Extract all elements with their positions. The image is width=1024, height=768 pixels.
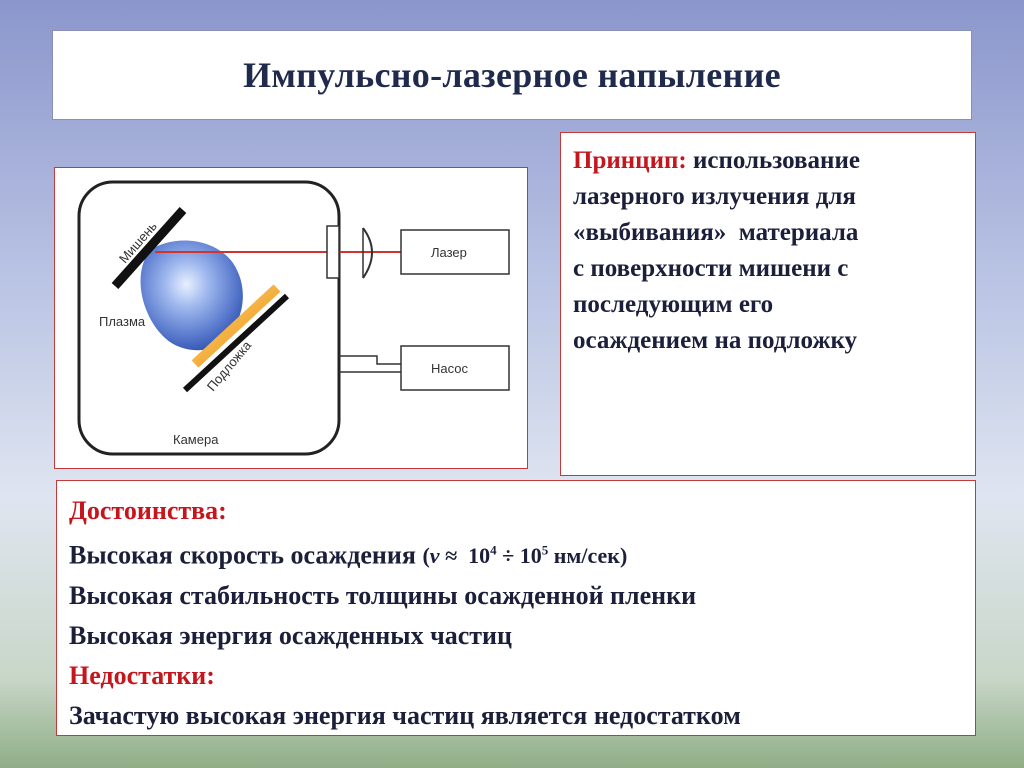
- advantage-item-1: Высокая скорость осаждения (v ≈ 104 ÷ 10…: [69, 531, 963, 576]
- principle-text-6: осаждением на подложку: [573, 327, 858, 354]
- pump-pipe: [339, 355, 401, 373]
- advantage-item-3: Высокая энергия осажденных частиц: [69, 621, 513, 651]
- chamber-window: [326, 225, 340, 279]
- disadvantage-item-1: Зачастую высокая энергия частиц является…: [69, 701, 741, 731]
- diagram-box: Мишень Плазма Подложка Лазер Насос Камер…: [54, 167, 528, 469]
- pros-cons-box: Достоинства: Высокая скорость осаждения …: [56, 480, 976, 736]
- advantages-heading: Достоинства:: [69, 496, 227, 525]
- principle-text-3: «выбивания» материала: [573, 219, 859, 246]
- substrate-bar: [182, 293, 290, 393]
- plasma-plume: [140, 240, 243, 351]
- rate-formula: (v ≈ 104 ÷ 105 нм/сек): [422, 543, 627, 568]
- pld-diagram: Мишень Плазма Подложка Лазер Насос Камер…: [77, 180, 510, 456]
- advantage-text-1: Высокая скорость осаждения: [69, 540, 416, 570]
- slide-title: Импульсно-лазерное напыление: [243, 55, 781, 95]
- disadvantages-heading: Недостатки:: [69, 661, 215, 691]
- rate-var: v: [429, 543, 440, 569]
- principle-box: Принцип: использование лазерного излучен…: [560, 132, 976, 476]
- principle-text-1: использование: [692, 147, 860, 174]
- rate-open: (: [422, 543, 430, 569]
- focusing-lens: [362, 227, 373, 279]
- plasma-label: Плазма: [99, 314, 146, 329]
- laser-box: [400, 229, 510, 275]
- principle-label: Принцип:: [573, 147, 687, 174]
- title-box: Импульсно-лазерное напыление: [52, 30, 972, 120]
- principle-text-5: последующим его: [573, 291, 774, 318]
- principle-text-2: лазерного излучения для: [573, 183, 856, 210]
- principle-text-4: с поверхности мишени с: [573, 255, 849, 282]
- target-bar: [111, 206, 187, 290]
- rate-div: ÷ 10: [496, 543, 542, 569]
- rate-approx: ≈ 10: [439, 543, 491, 569]
- pump-box: [400, 345, 510, 391]
- rate-exp-1: 4: [490, 543, 497, 558]
- advantage-item-2: Высокая стабильность толщины осажденной …: [69, 581, 697, 611]
- principle-line-1: Принцип: использование: [573, 143, 965, 179]
- chamber-label: Камера: [173, 432, 219, 447]
- substrate-glow: [191, 284, 281, 368]
- pump-label: Насос: [431, 361, 468, 376]
- rate-unit: нм/сек): [548, 543, 628, 569]
- rate-exp-2: 5: [541, 543, 549, 558]
- chamber-outline: [77, 180, 341, 456]
- laser-label: Лазер: [431, 245, 467, 260]
